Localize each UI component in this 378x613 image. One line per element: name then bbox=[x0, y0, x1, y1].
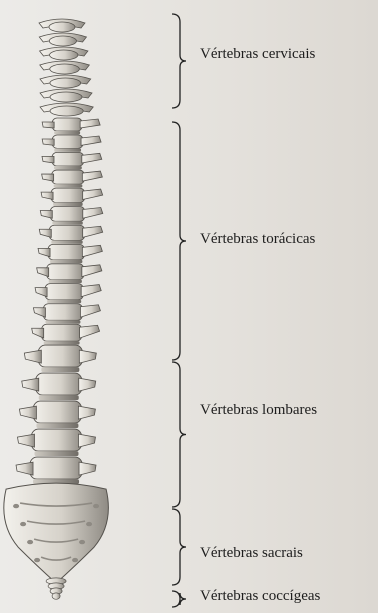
lumbar-vertebra bbox=[33, 401, 81, 423]
thoracic-vertebra bbox=[50, 207, 85, 222]
thoracic-process-left bbox=[42, 122, 54, 128]
intervertebral-disc bbox=[54, 131, 80, 135]
sacral-foramen bbox=[34, 558, 40, 562]
thoracic-process bbox=[81, 136, 101, 145]
intervertebral-disc bbox=[36, 423, 78, 428]
thoracic-process-left bbox=[38, 248, 50, 256]
lumbar-vertebra bbox=[36, 373, 82, 395]
intervertebral-disc bbox=[54, 148, 81, 152]
thoracic-process-left bbox=[42, 174, 54, 181]
thoracic-vertebra bbox=[52, 170, 85, 184]
sacral-foramen bbox=[72, 558, 78, 562]
cervical-vertebra bbox=[50, 50, 78, 60]
thoracic-vertebra bbox=[52, 135, 83, 148]
sacral-foramen bbox=[13, 504, 19, 508]
thoracic-vertebra bbox=[47, 264, 84, 280]
lumbar-vertebra bbox=[38, 345, 82, 367]
region-brackets bbox=[172, 14, 186, 607]
intervertebral-disc bbox=[45, 320, 80, 324]
intervertebral-disc bbox=[47, 300, 81, 304]
lumbar-process-left bbox=[19, 406, 36, 419]
intervertebral-disc bbox=[34, 451, 78, 456]
lumbar-process-right bbox=[78, 406, 95, 419]
bracket-cervical bbox=[172, 14, 186, 108]
vertebral-column bbox=[4, 19, 109, 599]
thoracic-process-left bbox=[41, 192, 53, 199]
thoracic-vertebra bbox=[42, 324, 82, 341]
thoracic-process bbox=[82, 171, 102, 181]
cervical-vertebra bbox=[49, 36, 76, 46]
intervertebral-disc bbox=[44, 341, 80, 345]
intervertebral-disc bbox=[49, 280, 82, 284]
sacral-foramen bbox=[27, 540, 33, 544]
bracket-coccygeal bbox=[172, 591, 186, 607]
thoracic-vertebra bbox=[43, 304, 82, 321]
sacral-foramen bbox=[79, 540, 85, 544]
coccygeal-vertebra bbox=[52, 593, 60, 599]
label-cervical: Vértebras cervicais bbox=[200, 46, 315, 63]
thoracic-process-left bbox=[42, 139, 54, 145]
sacral-foramen bbox=[20, 522, 26, 526]
thoracic-process bbox=[83, 226, 103, 237]
lumbar-process-left bbox=[17, 434, 34, 447]
thoracic-process bbox=[81, 285, 101, 297]
thoracic-process-left bbox=[37, 268, 49, 277]
lumbar-process-right bbox=[79, 350, 96, 363]
thoracic-process bbox=[80, 119, 100, 128]
intervertebral-disc bbox=[51, 240, 82, 244]
label-thoracic: Vértebras torácicas bbox=[200, 231, 315, 248]
sacrum bbox=[4, 483, 109, 583]
thoracic-vertebra bbox=[52, 118, 82, 131]
thoracic-process bbox=[82, 245, 102, 256]
intervertebral-disc bbox=[54, 184, 83, 188]
cervical-vertebra bbox=[50, 78, 81, 88]
thoracic-process bbox=[83, 208, 103, 219]
intervertebral-disc bbox=[41, 367, 79, 372]
lumbar-process-right bbox=[78, 434, 95, 447]
bracket-thoracic bbox=[172, 122, 186, 360]
cervical-vertebra bbox=[49, 22, 75, 32]
intervertebral-disc bbox=[54, 166, 82, 170]
cervical-vertebra bbox=[50, 64, 80, 74]
thoracic-vertebra bbox=[51, 188, 85, 202]
thoracic-vertebra bbox=[49, 225, 84, 240]
intervertebral-disc bbox=[53, 203, 83, 207]
thoracic-process bbox=[80, 305, 100, 318]
thoracic-process bbox=[82, 265, 102, 277]
thoracic-process bbox=[80, 325, 100, 338]
label-coccygeal: Vértebras coccígeas bbox=[200, 588, 320, 605]
lumbar-process-left bbox=[22, 378, 39, 391]
thoracic-process bbox=[82, 153, 102, 163]
thoracic-process-left bbox=[42, 156, 54, 163]
label-lumbar: Vértebras lombares bbox=[200, 402, 317, 419]
lumbar-process-right bbox=[79, 462, 96, 475]
thoracic-vertebra bbox=[48, 244, 84, 259]
thoracic-process-left bbox=[32, 328, 44, 338]
intervertebral-disc bbox=[39, 395, 79, 400]
sacral-foramen bbox=[86, 522, 92, 526]
thoracic-process bbox=[83, 189, 103, 199]
thoracic-process-left bbox=[33, 308, 45, 318]
cervical-vertebra bbox=[50, 106, 83, 116]
lumbar-process-right bbox=[79, 378, 96, 391]
lumbar-process-left bbox=[16, 462, 33, 475]
intervertebral-disc bbox=[50, 260, 82, 264]
lumbar-vertebra bbox=[30, 457, 82, 479]
bracket-sacral bbox=[172, 509, 186, 585]
lumbar-vertebra bbox=[31, 429, 81, 451]
thoracic-vertebra bbox=[52, 152, 84, 166]
label-sacral: Vértebras sacrais bbox=[200, 545, 303, 562]
thoracic-process-left bbox=[35, 288, 47, 297]
intervertebral-disc bbox=[52, 221, 83, 225]
thoracic-process-left bbox=[40, 211, 52, 219]
thoracic-process-left bbox=[39, 229, 51, 237]
lumbar-process-left bbox=[24, 350, 41, 363]
bracket-lumbar bbox=[172, 362, 186, 507]
cervical-vertebra bbox=[50, 92, 82, 102]
sacral-foramen bbox=[93, 504, 99, 508]
thoracic-vertebra bbox=[45, 284, 83, 300]
